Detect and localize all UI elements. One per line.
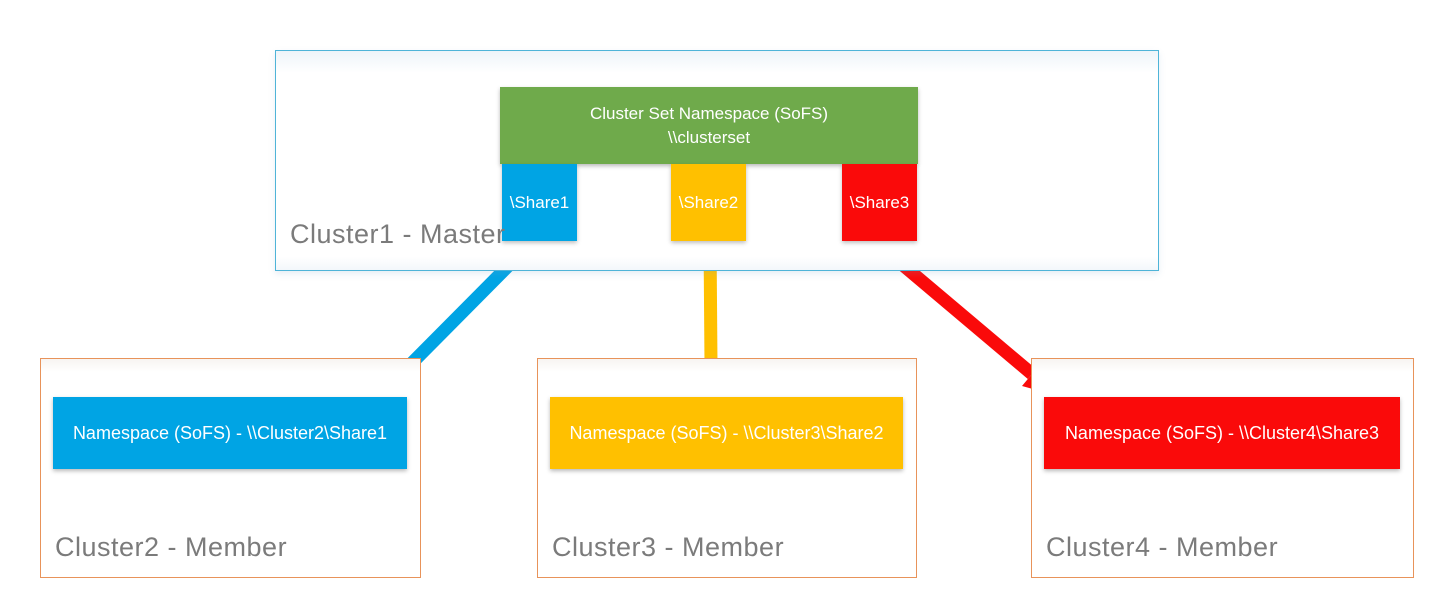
cluster4-member-container: Namespace (SoFS) - \\Cluster4\Share3 Clu… <box>1031 358 1414 578</box>
cluster1-master-container: Cluster Set Namespace (SoFS) \\clusterse… <box>275 50 1159 271</box>
cluster-set-namespace-title: Cluster Set Namespace (SoFS) <box>589 103 829 123</box>
cluster1-master-label: Cluster1 - Master <box>290 219 506 249</box>
share3-box: \Share3 <box>842 164 917 241</box>
cluster4-namespace-bar: Namespace (SoFS) - \\Cluster4\Share3 <box>1044 397 1400 469</box>
cluster-set-namespace-path: \\clusterset <box>667 127 751 147</box>
cluster-set-namespace-box: Cluster Set Namespace (SoFS) \\clusterse… <box>500 87 918 164</box>
cluster2-member-container: Namespace (SoFS) - \\Cluster2\Share1 Clu… <box>40 358 421 578</box>
share3-label: \Share3 <box>849 192 910 212</box>
cluster3-namespace-bar: Namespace (SoFS) - \\Cluster3\Share2 <box>550 397 903 469</box>
cluster2-member-label: Cluster2 - Member <box>55 532 288 562</box>
share1-label: \Share1 <box>509 192 570 212</box>
cluster3-namespace-label: Namespace (SoFS) - \\Cluster3\Share2 <box>569 422 884 443</box>
cluster4-namespace-label: Namespace (SoFS) - \\Cluster4\Share3 <box>1064 422 1380 443</box>
share1-box: \Share1 <box>502 164 577 241</box>
cluster2-namespace-label: Namespace (SoFS) - \\Cluster2\Share1 <box>72 422 388 443</box>
share2-label: \Share2 <box>678 192 739 212</box>
cluster3-member-container: Namespace (SoFS) - \\Cluster3\Share2 Clu… <box>537 358 917 578</box>
cluster4-member-label: Cluster4 - Member <box>1046 532 1279 562</box>
cluster3-member-label: Cluster3 - Member <box>552 532 785 562</box>
cluster2-namespace-bar: Namespace (SoFS) - \\Cluster2\Share1 <box>53 397 407 469</box>
share2-box: \Share2 <box>671 164 746 241</box>
